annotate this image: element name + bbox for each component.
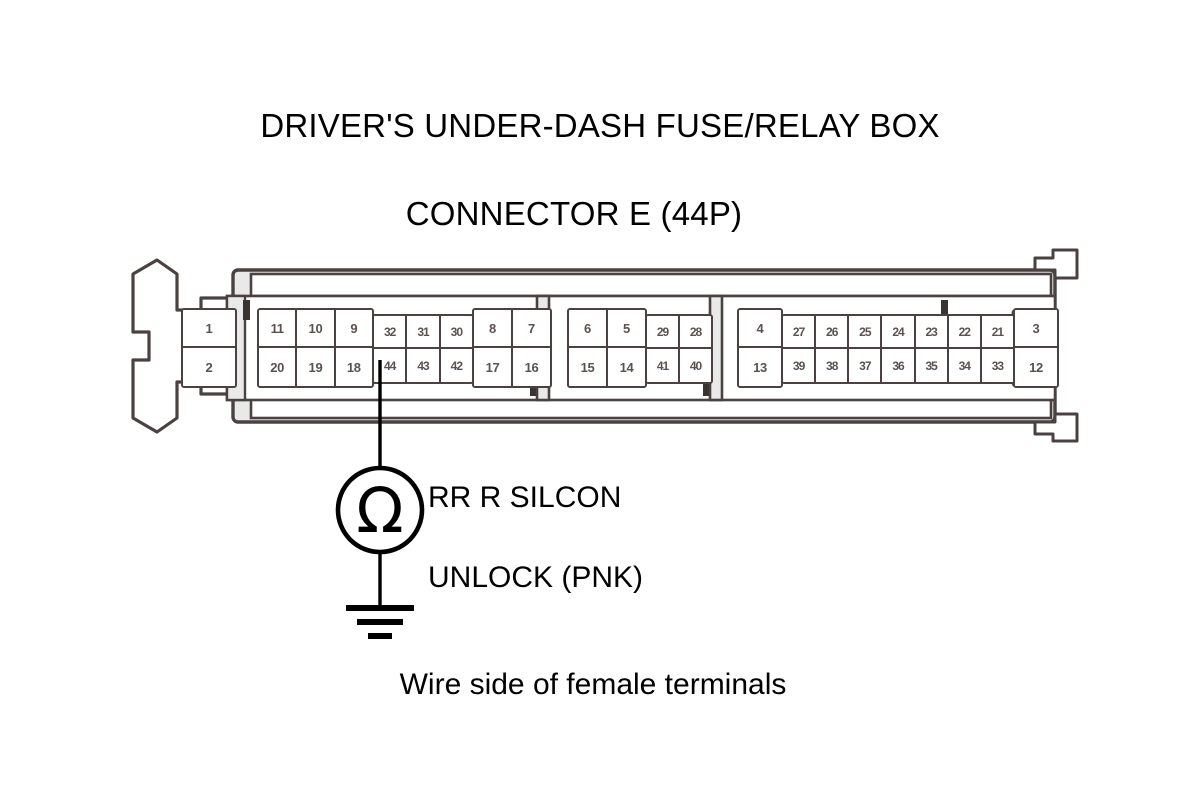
pin-group-a-wide-left[interactable]: 11 10 9 20 19 18 <box>257 308 374 388</box>
pin-group-b-wide[interactable]: 6 5 15 14 <box>567 308 647 388</box>
pin-cell[interactable]: 41 <box>647 349 680 382</box>
pin-cell[interactable]: 12 <box>1015 348 1057 386</box>
pin-cell[interactable]: 32 <box>374 316 408 349</box>
key-rib-1 <box>243 300 250 320</box>
right-top-tab <box>1033 248 1079 280</box>
title-line-2: CONNECTOR E (44P) <box>405 194 743 232</box>
caption-text: Wire side of female terminals <box>399 668 787 701</box>
pin-cell[interactable]: 40 <box>680 349 711 382</box>
pin-cell[interactable]: 10 <box>297 310 336 348</box>
pin-cell[interactable]: 35 <box>915 349 949 382</box>
pin-group-b-narrow[interactable]: 29 28 41 40 <box>645 314 713 384</box>
pin-cell[interactable]: 43 <box>407 349 441 382</box>
title-line-1: DRIVER'S UNDER-DASH FUSE/RELAY BOX <box>260 106 940 144</box>
key-rib-3 <box>703 374 710 396</box>
wire-label-line-1: RR R SILCON <box>428 480 622 514</box>
pin-cell[interactable]: 3 <box>1015 310 1057 348</box>
pin-cell[interactable]: 20 <box>259 348 298 386</box>
ground-icon <box>346 605 414 639</box>
pin-cell[interactable]: 4 <box>739 310 781 348</box>
pin-cell[interactable]: 30 <box>440 316 472 349</box>
pin-cell[interactable]: 14 <box>608 348 645 386</box>
pin-cell[interactable]: 13 <box>739 348 781 386</box>
pin-cell[interactable]: 17 <box>474 348 513 386</box>
pin-cell[interactable]: 28 <box>680 316 711 349</box>
pin-cell[interactable]: 34 <box>948 349 982 382</box>
pin-group-a-wide-right[interactable]: 8 7 17 16 <box>472 308 552 388</box>
pin-cell[interactable]: 9 <box>335 310 372 348</box>
pin-group-left-pair[interactable]: 1 2 <box>181 308 237 388</box>
pin-cell[interactable]: 8 <box>474 310 513 348</box>
pin-group-c-narrow[interactable]: 27 26 25 24 23 22 21 39 38 37 36 35 34 3… <box>781 314 1015 384</box>
right-bottom-tab <box>1033 412 1079 443</box>
pin-cell[interactable]: 1 <box>183 310 235 348</box>
pin-group-a-narrow[interactable]: 32 31 30 44 43 42 <box>372 314 474 384</box>
pin-group-c-wide-right[interactable]: 3 12 <box>1013 308 1059 388</box>
diagram-title: DRIVER'S UNDER-DASH FUSE/RELAY BOX CONNE… <box>0 60 1200 279</box>
pin-cell[interactable]: 33 <box>981 349 1013 382</box>
pin-cell[interactable]: 15 <box>569 348 608 386</box>
ohm-symbol: Ω <box>356 474 403 547</box>
pin-cell[interactable]: 36 <box>882 349 916 382</box>
pin-cell[interactable]: 26 <box>816 316 850 349</box>
pin-cell[interactable]: 22 <box>948 316 982 349</box>
pin-grid: 1 2 11 10 9 20 19 18 <box>105 248 1095 443</box>
pin-cell[interactable]: 2 <box>183 348 235 386</box>
pin-cell[interactable]: 37 <box>849 349 883 382</box>
pin-cell[interactable]: 38 <box>816 349 850 382</box>
pin-cell[interactable]: 11 <box>259 310 298 348</box>
pin-cell[interactable]: 21 <box>981 316 1013 349</box>
pin-cell[interactable]: 39 <box>783 349 817 382</box>
pin-cell[interactable]: 42 <box>440 349 472 382</box>
pin-cell[interactable]: 7 <box>513 310 550 348</box>
wire-label: RR R SILCON UNLOCK (PNK) <box>428 438 848 598</box>
pin-cell[interactable]: 23 <box>915 316 949 349</box>
pin-cell[interactable]: 25 <box>849 316 883 349</box>
pin-cell[interactable]: 18 <box>335 348 372 386</box>
measurement-circuit: Ω <box>335 360 425 639</box>
pin-cell[interactable]: 27 <box>783 316 817 349</box>
pin-cell[interactable]: 16 <box>513 348 550 386</box>
connector-assembly: 1 2 11 10 9 20 19 18 <box>105 248 1095 443</box>
pin-cell[interactable]: 31 <box>407 316 441 349</box>
diagram-caption: Wire side of female terminals <box>0 668 1200 702</box>
pin-group-c-wide-left[interactable]: 4 13 <box>737 308 783 388</box>
pin-cell[interactable]: 24 <box>882 316 916 349</box>
pin-cell[interactable]: 29 <box>647 316 680 349</box>
pin-cell[interactable]: 5 <box>608 310 645 348</box>
key-rib-4 <box>941 300 948 322</box>
pin-cell[interactable]: 6 <box>569 310 608 348</box>
pin-cell[interactable]: 19 <box>297 348 336 386</box>
wire-label-line-2: UNLOCK (PNK) <box>428 560 644 594</box>
